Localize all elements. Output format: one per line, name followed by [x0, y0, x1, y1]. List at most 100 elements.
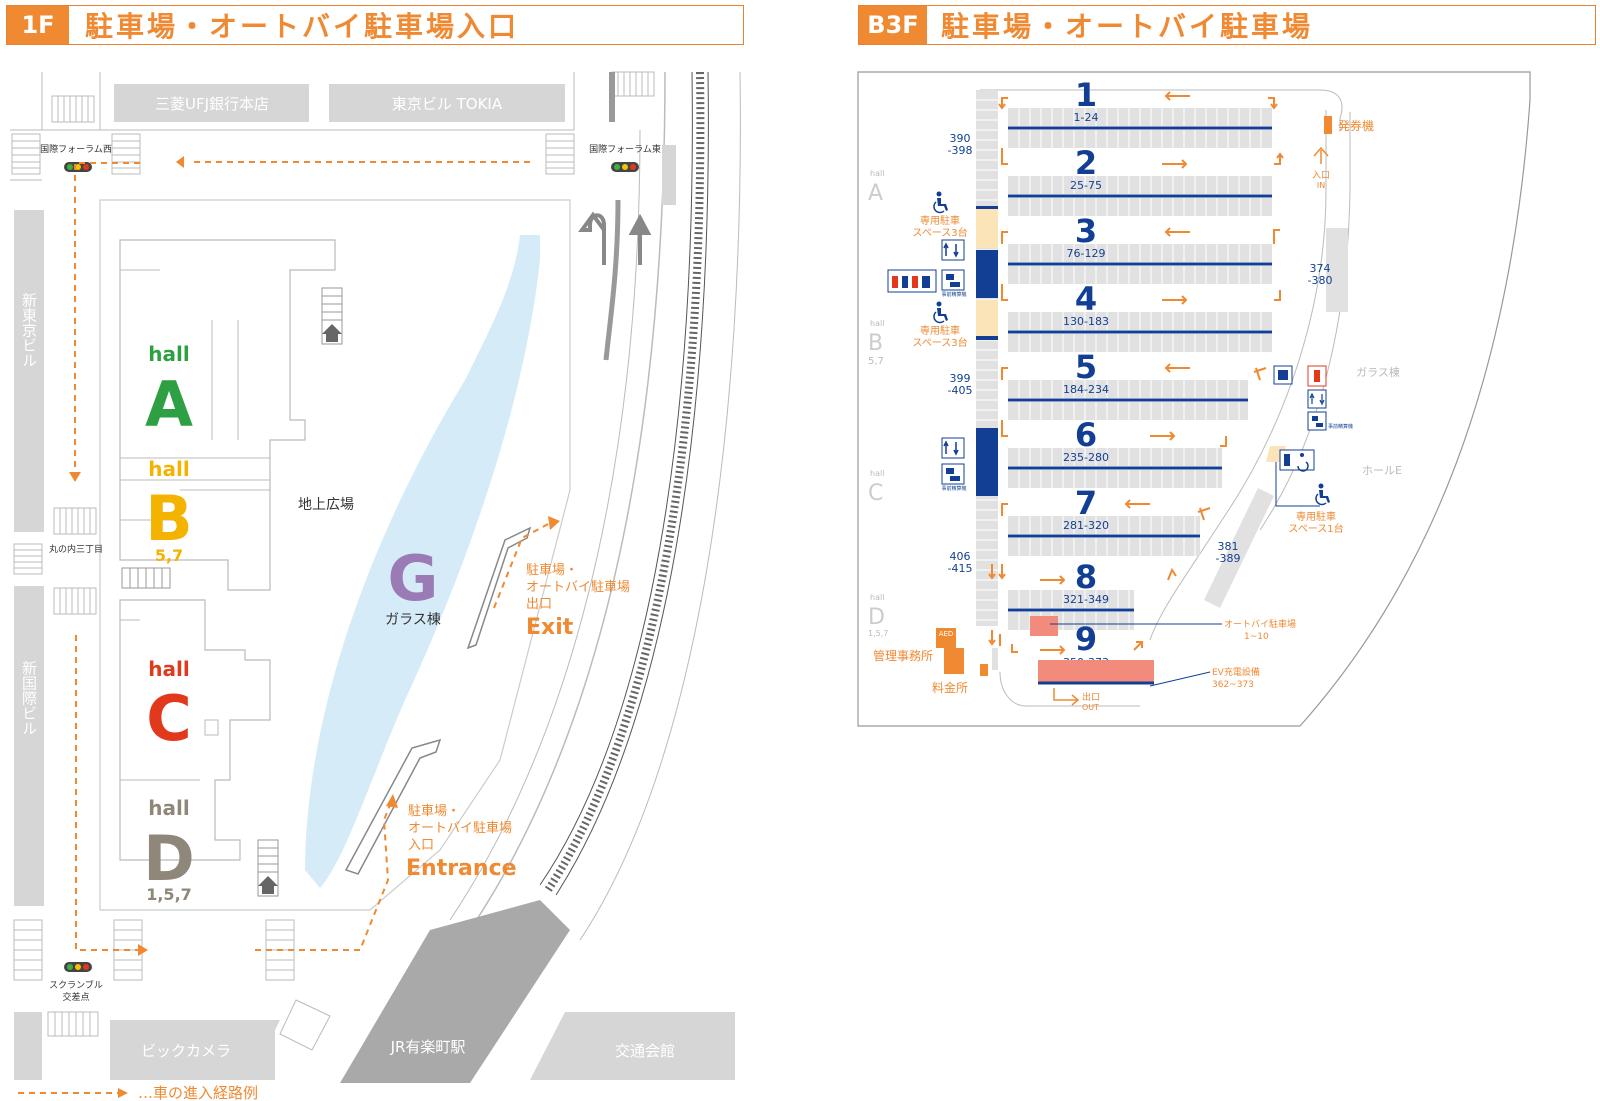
range-390-b: -398 [948, 144, 973, 157]
building-bic-camera-label: ビックカメラ [141, 1042, 231, 1060]
flow-arrow [1001, 231, 1008, 244]
route-path [18, 161, 553, 1094]
b3f-hall-d-big: D [868, 605, 885, 630]
elevator-icon [1307, 389, 1327, 409]
toll-booth [980, 664, 988, 676]
glass-building-label: ガラス棟 [1356, 365, 1400, 379]
range-406-a: 406 [950, 550, 971, 563]
hall-b-floors: 5,7 [155, 546, 183, 565]
crosswalk-west-mid [13, 507, 97, 615]
toll-booth-label: 料金所 [932, 680, 968, 695]
flow-arrow [1197, 507, 1211, 521]
prepay-machine-label-3: 事前精算機 [1328, 423, 1353, 430]
aed-box [936, 628, 956, 648]
b3f-hall-a-small: hall [870, 169, 884, 178]
crosswalk-top-right [611, 71, 655, 97]
signal-ne-label: 国際フォーラム東 [589, 143, 661, 155]
prepay-machine-label-1: 事前精算機 [941, 291, 966, 298]
flow-arrow [1268, 97, 1278, 110]
flow-arrow [1162, 295, 1188, 305]
row-range: 321-349 [1063, 593, 1109, 606]
ev-label-1: EV充電設備 [1212, 666, 1260, 678]
handicap-space-1-line2: スペース3台 [912, 226, 967, 239]
parking-stalls-bottom [1008, 612, 1134, 630]
hall-d-floors: 1,5,7 [146, 885, 192, 904]
handicap-zone-1 [976, 208, 998, 248]
flow-arrow [1164, 363, 1190, 373]
wheelchair-icon [1315, 483, 1330, 506]
prepay-machine-label-2: 事前精算機 [941, 485, 966, 492]
map-b3f-canvas: 11-24225-75376-1294130-1835184-2346235-2… [857, 71, 1531, 727]
parking-stalls-top [1008, 590, 1134, 608]
building-kotsu-kaikan [530, 1012, 735, 1080]
building-shin-kokusai-label: 新国際ビル [20, 661, 38, 736]
building-mufg-label: 三菱UFJ銀行本店 [155, 95, 269, 113]
ticket-machine [1324, 116, 1332, 134]
wheelchair-icon [933, 191, 948, 214]
legend-arrowhead [118, 1088, 128, 1098]
ev-label-2: 362~373 [1212, 680, 1254, 690]
plaza-label: 地上広場 [298, 497, 354, 513]
entry-label-en: IN [1317, 181, 1325, 190]
building-mufg [114, 84, 309, 122]
flow-arrow [1040, 645, 1066, 655]
row-number: 9 [1075, 620, 1097, 658]
hall-b-big: B [145, 482, 192, 555]
row-number: 5 [1075, 348, 1097, 386]
elevator-block-2 [976, 428, 998, 496]
range-374-a: 374 [1310, 262, 1331, 275]
parking-stalls-top [1008, 516, 1200, 534]
route-arrowhead-2 [69, 472, 81, 482]
elevator-icon [941, 437, 965, 459]
flow-arrow [1150, 431, 1176, 441]
flow-arrow [1001, 148, 1008, 165]
hall-b-small: hall [148, 457, 189, 481]
elevator-icon [941, 239, 965, 261]
entrance-line2: オートバイ駐車場 [408, 821, 512, 836]
flow-arrow [1273, 229, 1280, 244]
entrance-line3: 入口 [408, 838, 434, 853]
building-kotsu-kaikan-label: 交通会館 [615, 1042, 675, 1060]
row-number: 8 [1075, 558, 1097, 596]
hall-d-big: D [143, 822, 194, 895]
jr-station-label: JR有楽町駅 [390, 1038, 466, 1056]
flow-arrow [1001, 367, 1008, 380]
hall-c-big: C [146, 682, 192, 755]
ev-area [1038, 660, 1154, 682]
row-number: 6 [1075, 416, 1097, 454]
flow-arrow [1001, 503, 1008, 516]
restroom-icon [1307, 365, 1327, 387]
building-tokia-label: 東京ビル TOKIA [392, 95, 503, 113]
signal-nw [64, 162, 92, 172]
rail-track [544, 71, 705, 893]
exit-line3: 出口 [526, 597, 552, 612]
motorcycle-label-2: 1~10 [1244, 632, 1269, 642]
legend-label: …車の進入経路例 [138, 1084, 258, 1101]
side-spaces-381 [1204, 488, 1274, 608]
office-block [944, 648, 964, 674]
floor-header-1f: 1F 駐車場・オートバイ駐車場入口 [6, 5, 744, 45]
range-399-b: -405 [948, 384, 973, 397]
stairs-lower [257, 839, 279, 897]
exit-big: Exit [526, 615, 574, 640]
row-range: 25-75 [1070, 179, 1102, 192]
entrance-line1: 駐車場・ [408, 804, 460, 819]
prepay-machine-icon [941, 463, 965, 485]
hall-c-small: hall [148, 657, 189, 681]
entry-arrow [1313, 146, 1329, 164]
parking-row: 225-75 [1008, 144, 1272, 216]
range-381-b: -389 [1216, 552, 1241, 565]
b3f-hall-b-floors: 5,7 [868, 356, 884, 367]
floor-tag-b3f: B3F [859, 6, 927, 44]
signal-nw-label: 国際フォーラム西 [40, 143, 112, 155]
row-number: 1 [1075, 76, 1097, 114]
crosswalk-top-left [51, 95, 95, 123]
lane-divider-1 [609, 72, 615, 122]
range-399-a: 399 [950, 372, 971, 385]
parking-row: 376-129 [1008, 212, 1272, 284]
flow-arrow [1001, 284, 1008, 301]
range-374-b: -380 [1308, 274, 1333, 287]
